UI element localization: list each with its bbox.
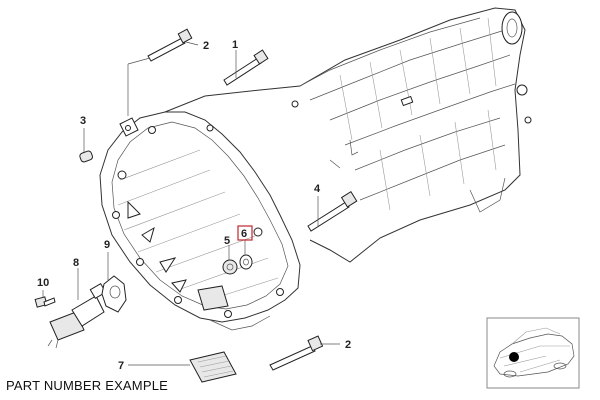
callout-4: 4 [314,183,321,195]
location-marker-dot [509,352,519,362]
bell-housing [99,111,301,331]
vehicle-locator-thumbnail [486,317,580,389]
leader-lines [42,41,340,366]
callout-6-highlight-box [237,225,253,241]
bolt-part-4 [307,191,358,232]
sensor-part-8 [47,282,107,349]
callout-8: 8 [73,257,79,269]
bolt-part-1 [223,49,269,86]
part-number-caption: PART NUMBER EXAMPLE [6,378,169,393]
cover-plate-part-7 [189,351,237,383]
callout-2-lower: 2 [345,339,351,351]
gasket-part-9 [101,275,127,313]
callout-10: 10 [37,277,49,289]
callout-6: 6 [241,228,247,240]
bolt-part-2-lower [269,335,324,371]
screw-part-10 [34,296,56,308]
dowel-pin-part-3 [79,150,94,163]
callout-2-upper: 2 [203,40,209,52]
transmission-housing [164,7,532,263]
callout-5: 5 [224,235,230,247]
bolt-part-2-upper [127,28,193,116]
callout-9: 9 [104,239,110,251]
callout-labels: 1 2 2 3 4 5 6 7 8 9 10 [37,39,351,372]
callout-7: 7 [118,360,124,372]
callout-3: 3 [80,115,86,127]
sleeve-part-5 [222,259,238,275]
callout-1: 1 [232,39,238,51]
seal-ring-part-6 [239,254,253,270]
